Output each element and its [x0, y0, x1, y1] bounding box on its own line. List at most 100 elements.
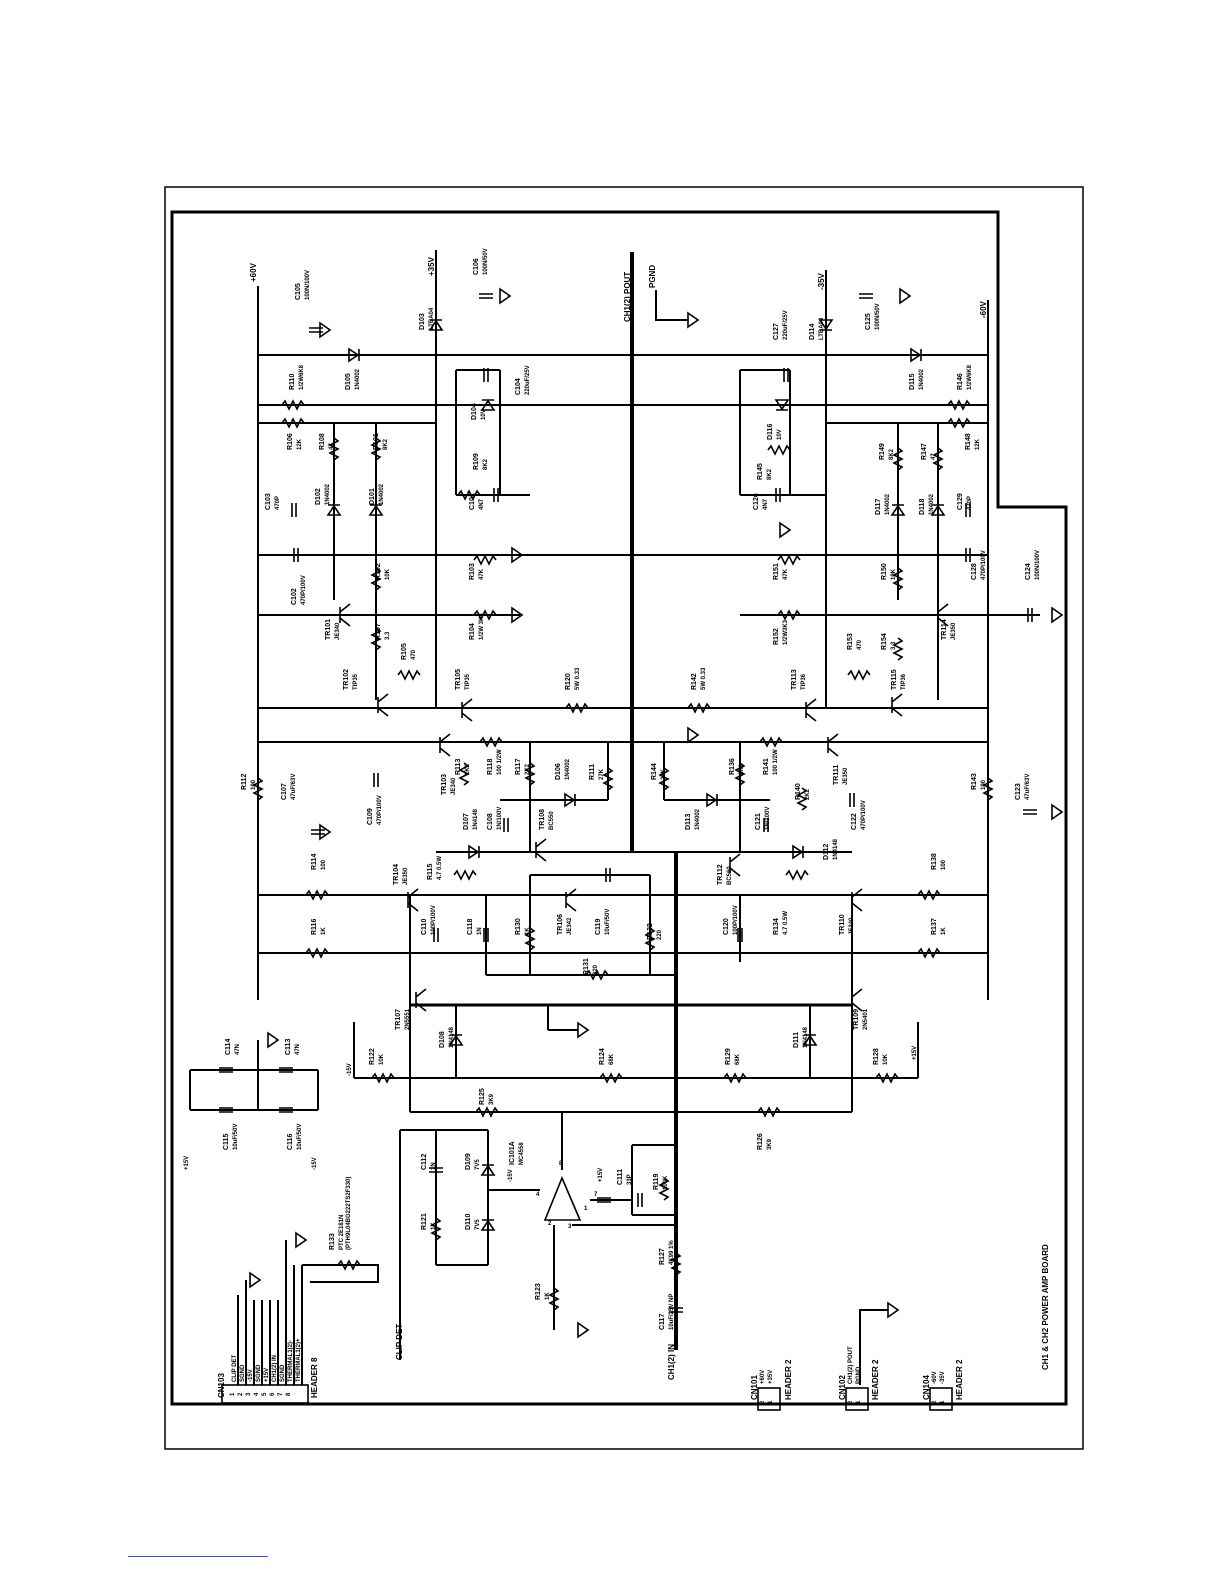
label-c105-ref: C105 — [295, 283, 302, 300]
label-r122-ref: R122 — [369, 1048, 376, 1065]
cn103-pin-6: 6 — [270, 1392, 276, 1396]
label-tr108-ref: TR108 — [539, 809, 546, 830]
inner-frame — [170, 210, 1068, 1406]
label-r134-ref: R134 — [773, 918, 780, 935]
label-tr104-value: JE350 — [403, 867, 409, 885]
label-r133b-value: (PTH9L04BG222TS2F330) — [346, 1177, 352, 1250]
label-c120-ref: C120 — [723, 918, 730, 935]
label-r128-value: 10K — [883, 1053, 889, 1065]
ic-pin-3: 3 — [568, 1224, 572, 1230]
transistor-8 — [937, 603, 949, 627]
cn103-pin-7: 7 — [278, 1392, 284, 1396]
rail-neg15-a: -15V — [347, 1063, 353, 1076]
label-c101-value: 4N7 — [479, 498, 485, 510]
label-d118-ref: D118 — [919, 499, 926, 515]
label-tr104-ref: TR104 — [393, 864, 400, 885]
resistor-v-10 — [892, 637, 904, 661]
label-r150-value: 10K — [891, 568, 897, 580]
label-r119-ref: R119 — [653, 1174, 660, 1190]
resistor-v-5 — [602, 767, 614, 791]
label-d113-value: 1N4002 — [695, 808, 701, 830]
resistor-h-24 — [875, 1072, 899, 1084]
transistor-5 — [407, 888, 419, 912]
diode-d111 — [802, 1034, 818, 1046]
cn103-net-1: SGND — [240, 1364, 246, 1382]
diode-d105 — [348, 347, 360, 363]
resistor-h-14 — [305, 889, 329, 901]
label-r128-ref: R128 — [873, 1048, 880, 1065]
resistor-v-14 — [734, 762, 746, 786]
label-d117-ref: D117 — [875, 499, 882, 515]
resistor-h-12 — [479, 736, 503, 748]
rail-pos15-b: +15V — [184, 1156, 190, 1170]
label-c102-ref: C102 — [291, 588, 298, 605]
label-r109-value: 8K2 — [483, 458, 489, 470]
label-d116-value: 10V — [777, 429, 783, 440]
label-tr111-value: JE350 — [843, 767, 849, 785]
label-c110-value: 100P/100V — [431, 905, 437, 935]
cn103-net-0: CLIP DET — [232, 1354, 238, 1382]
component-glyphs — [219, 287, 1064, 1339]
label-tr106-ref: TR106 — [557, 914, 564, 935]
capacitor-v-6 — [429, 1167, 443, 1173]
resistor-h-3 — [947, 417, 971, 429]
capacitor-h-10 — [849, 793, 855, 807]
label-c103-ref: C103 — [265, 493, 272, 510]
resistor-v-4 — [370, 627, 382, 651]
diode-d107 — [468, 844, 480, 860]
capacitor-h-16 — [783, 368, 789, 382]
label-tr105-value: TIP35 — [465, 673, 471, 690]
cn103-net-6: SGND — [280, 1364, 286, 1382]
label-r131-ref: R131 — [583, 958, 590, 975]
ground-symbol-3 — [687, 311, 700, 329]
cn104-net-0: -60V — [932, 1371, 938, 1384]
cn104-net-1: -35V — [940, 1371, 946, 1384]
label-c107-value: 47uF/63V — [291, 774, 297, 800]
resistor-h-0 — [281, 399, 305, 411]
capacitor-v-0 — [309, 327, 323, 333]
cn101-ref: CN101 — [750, 1375, 759, 1400]
resistor-h-6 — [777, 554, 801, 566]
label-r140-value: 2K2 — [805, 788, 811, 800]
resistor-v-7 — [892, 447, 904, 471]
label-r149-ref: R149 — [879, 443, 886, 460]
label-tr101-value: JE340 — [335, 622, 341, 640]
cn103-net-5: CH1(2) IN — [272, 1355, 278, 1382]
label-tr114-ref: TR114 — [941, 619, 948, 640]
rail-labels: +60V +35V CH1(2) POUT PGND -35V -60V -15… — [184, 256, 988, 1380]
label-tr112-value: BC560 — [727, 866, 733, 885]
label-r138-value: 100 — [941, 859, 947, 870]
label-r130-ref: R130 — [515, 918, 522, 935]
ground-symbol-0 — [319, 321, 332, 339]
ic-pin-8: 8 — [559, 1161, 563, 1167]
label-r123-value: 1K — [545, 1292, 551, 1300]
label-r104-value: 1/2W 3K3 — [479, 613, 485, 640]
diode-d117 — [890, 504, 906, 516]
label-r123-ref: R123 — [535, 1283, 542, 1300]
label-r116-value: 1K — [321, 927, 327, 935]
resistor-v-11 — [982, 777, 994, 801]
cn103-type: HEADER 8 — [310, 1357, 319, 1398]
label-r103-value: 47K — [479, 568, 485, 580]
label-r108-ref: R108 — [319, 433, 326, 450]
resistor-h-18 — [585, 969, 609, 981]
label-r124-ref: R124 — [599, 1048, 606, 1065]
label-r115-value: 4.7 0.5W — [437, 856, 443, 880]
label-d117-value: 1N4002 — [885, 493, 891, 515]
label-r137-value: 1K — [941, 927, 947, 935]
label-d103-value: LTBA04 — [429, 307, 435, 330]
label-r151-value: 47K — [783, 568, 789, 580]
label-d108-ref: D108 — [439, 1031, 446, 1048]
diode-d108 — [448, 1034, 464, 1046]
rail-pos35: +35V — [427, 256, 436, 276]
label-tr109-ref: TR109 — [853, 1009, 860, 1030]
label-r134-value: 4.7 0.5W — [783, 911, 789, 935]
diode-d109 — [480, 1164, 496, 1176]
capacitor-h-12 — [483, 928, 489, 942]
label-r105-ref: R105 — [401, 643, 408, 660]
label-r114-value: 100 — [321, 859, 327, 870]
label-r137-ref: R137 — [931, 918, 938, 935]
resistor-v-8 — [932, 447, 944, 471]
cn103-pin-3: 3 — [246, 1392, 252, 1396]
label-r114-ref: R114 — [311, 854, 318, 870]
